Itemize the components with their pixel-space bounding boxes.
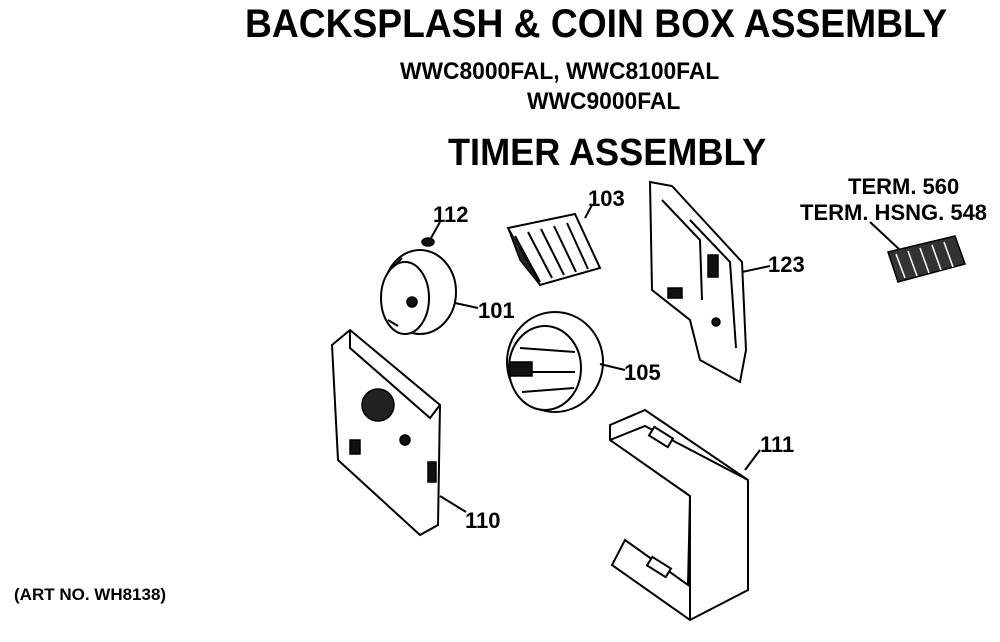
page-title: BACKSPLASH & COIN BOX ASSEMBLY — [245, 2, 948, 46]
model-numbers-line-1: WWC8000FAL, WWC8100FAL — [400, 58, 720, 85]
model-numbers-line-2: WWC9000FAL — [527, 88, 681, 115]
label-112: 112 — [433, 202, 469, 227]
part-103-connector: 103 — [506, 186, 625, 287]
part-terminal-housing: TERM. 560 TERM. HSNG. 548 — [800, 174, 987, 283]
part-111-u-bracket: 111 — [609, 408, 794, 622]
label-term-hsng-548: TERM. HSNG. 548 — [800, 200, 987, 225]
part-123-bracket: 123 — [648, 180, 805, 384]
part-105-timer-cam: 105 — [506, 311, 661, 413]
part-112-washer: 112 — [421, 202, 469, 247]
part-110-timer-frame: 110 — [330, 328, 501, 537]
label-111: 111 — [760, 432, 794, 457]
label-123: 123 — [768, 252, 805, 277]
label-101: 101 — [478, 298, 515, 323]
label-103: 103 — [588, 186, 625, 211]
label-110: 110 — [465, 508, 501, 533]
section-title: TIMER ASSEMBLY — [448, 132, 767, 174]
part-101-timer-motor: 101 — [380, 249, 515, 335]
label-term-560: TERM. 560 — [848, 174, 959, 199]
label-105: 105 — [624, 360, 661, 385]
art-number: (ART NO. WH8138) — [14, 585, 167, 604]
